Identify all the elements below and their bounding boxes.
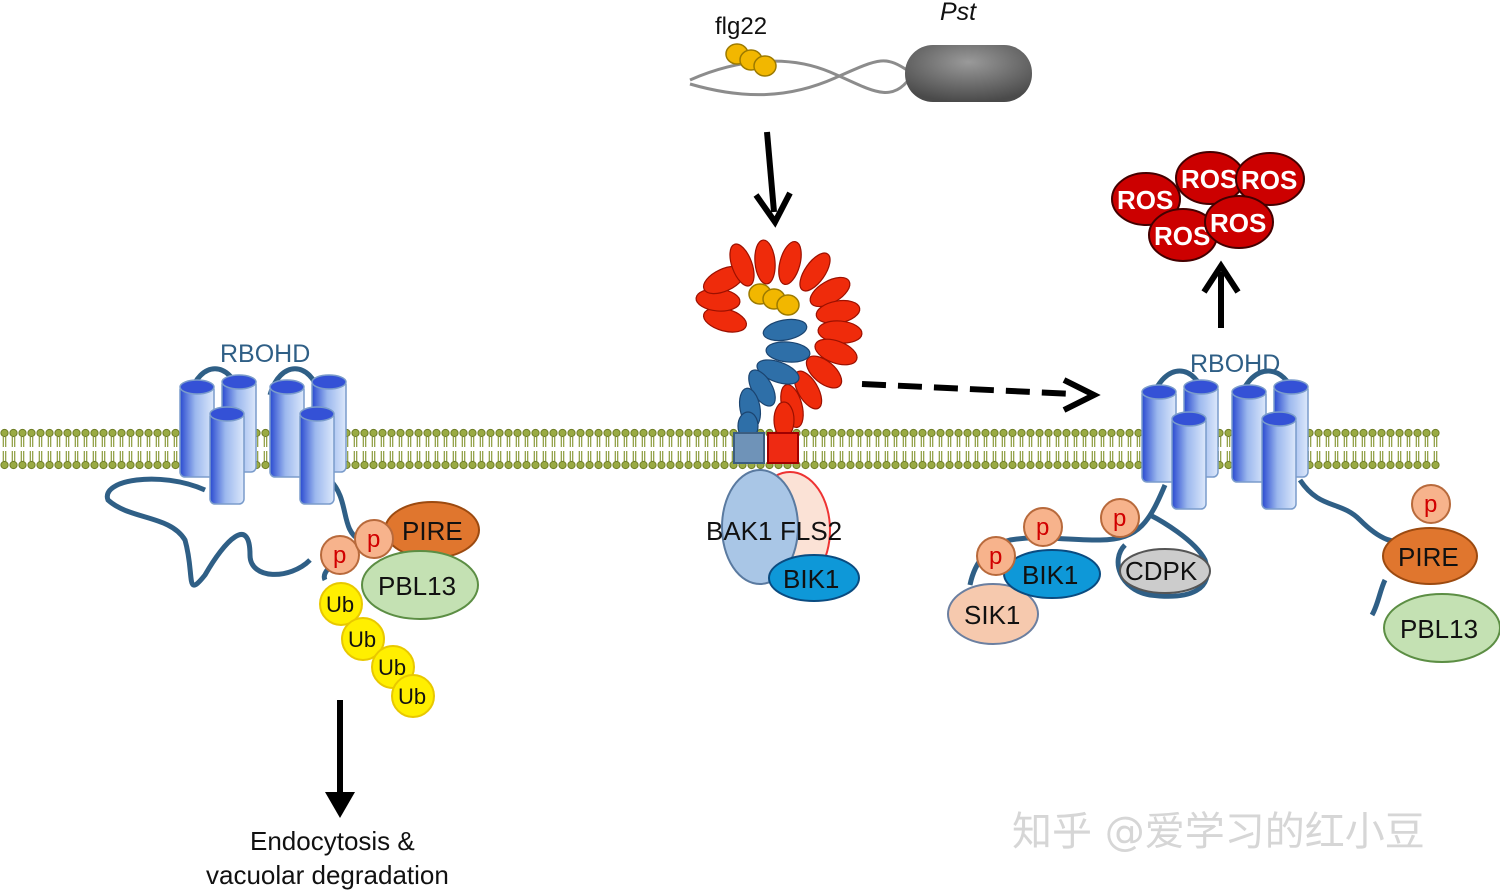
svg-text:p: p <box>1424 491 1437 518</box>
bik1-label-center: BIK1 <box>783 564 839 594</box>
fls2-label: FLS2 <box>780 516 842 546</box>
sik1 <box>947 583 1039 645</box>
svg-text:ROS: ROS <box>1181 164 1237 194</box>
flg22-label: flg22 <box>715 13 767 40</box>
pbl13-right-label: PBL13 <box>1400 614 1478 644</box>
watermark: 知乎 @爱学习的红小豆 <box>1012 809 1425 855</box>
arrow-down-icon <box>753 131 793 228</box>
flagellum-strand-2 <box>689 59 911 97</box>
svg-text:Ub: Ub <box>326 592 354 617</box>
pbl13-left <box>361 550 479 620</box>
pire-right-label: PIRE <box>1398 542 1459 572</box>
ros-2: ROS <box>1175 151 1245 205</box>
rbohd-left: RBOHD PIRE PBL13 p <box>104 340 480 890</box>
dashed-arrow-icon <box>861 377 1101 413</box>
svg-text:p: p <box>989 543 1002 570</box>
svg-text:p: p <box>367 526 380 553</box>
degradation-caption-line2: vacuolar degradation <box>206 860 449 890</box>
pbl13-right <box>1383 593 1500 663</box>
cdpk-label: CDPK <box>1125 556 1198 586</box>
ubiquitin-chain: Ub Ub Ub Ub <box>319 582 435 718</box>
ros-1: ROS <box>1111 172 1181 226</box>
svg-text:ROS: ROS <box>1117 185 1173 215</box>
svg-text:p: p <box>1036 514 1049 541</box>
pire-left-label: PIRE <box>402 516 463 546</box>
pst-bacterium <box>905 45 1032 102</box>
ros-4: ROS <box>1235 152 1305 206</box>
bak1-kinase-domain <box>721 469 799 585</box>
phospho-left-1: p <box>320 535 360 575</box>
svg-text:Ub: Ub <box>348 627 376 652</box>
pst-label: Pst <box>940 0 977 26</box>
rbohd-left-label: RBOHD <box>220 340 310 368</box>
bik1-center <box>768 554 860 602</box>
rbohd-left-tm-helices <box>179 374 347 505</box>
degradation-caption-line1: Endocytosis & <box>250 826 415 856</box>
svg-text:Ub: Ub <box>378 655 406 680</box>
cdpk <box>1119 548 1211 594</box>
pbl13-left-label: PBL13 <box>378 571 456 601</box>
bik1-right-label: BIK1 <box>1022 560 1078 590</box>
ros-cluster: ROS ROS ROS ROS ROS <box>1111 151 1305 262</box>
phospho-right-bik1: p <box>1023 507 1063 547</box>
flg22-bound <box>748 283 800 316</box>
rbohd-left-n-terminus <box>104 476 312 588</box>
ros-3: ROS <box>1148 208 1218 262</box>
pire-right <box>1382 527 1478 585</box>
phospho-right-sik1: p <box>976 536 1016 576</box>
arrow-up-icon <box>1201 260 1241 328</box>
rbohd-right-label: RBOHD <box>1190 350 1280 378</box>
fls2-lrr-domain <box>695 239 863 439</box>
phospho-left-2: p <box>354 519 394 559</box>
svg-text:ROS: ROS <box>1154 221 1210 251</box>
rbohd-right: RBOHD SIK1 BIK1 CDPK p <box>947 350 1500 663</box>
svg-text:p: p <box>1113 505 1126 532</box>
sik1-label: SIK1 <box>964 600 1020 630</box>
fls2-tm-domain <box>767 432 799 464</box>
rbohd-right-tm-helices <box>1141 379 1309 510</box>
flagellin-pst-group: flg22 Pst <box>689 0 1032 102</box>
flg22-peptide <box>725 43 777 77</box>
phospho-right-rbohd: p <box>1100 498 1140 538</box>
svg-text:ROS: ROS <box>1241 165 1297 195</box>
bak1-tm-domain <box>733 432 765 464</box>
arrow-down-degradation-icon <box>325 700 355 818</box>
bak1-label: BAK1 <box>706 516 773 546</box>
svg-text:p: p <box>333 542 346 569</box>
phospho-right-pire: p <box>1411 484 1451 524</box>
svg-text:Ub: Ub <box>398 684 426 709</box>
ros-5: ROS <box>1204 195 1274 249</box>
svg-text:ROS: ROS <box>1210 208 1266 238</box>
flagellum-strand-1 <box>689 59 912 94</box>
fls2-bak1-complex: BAK1 FLS2 BIK1 <box>695 239 863 602</box>
